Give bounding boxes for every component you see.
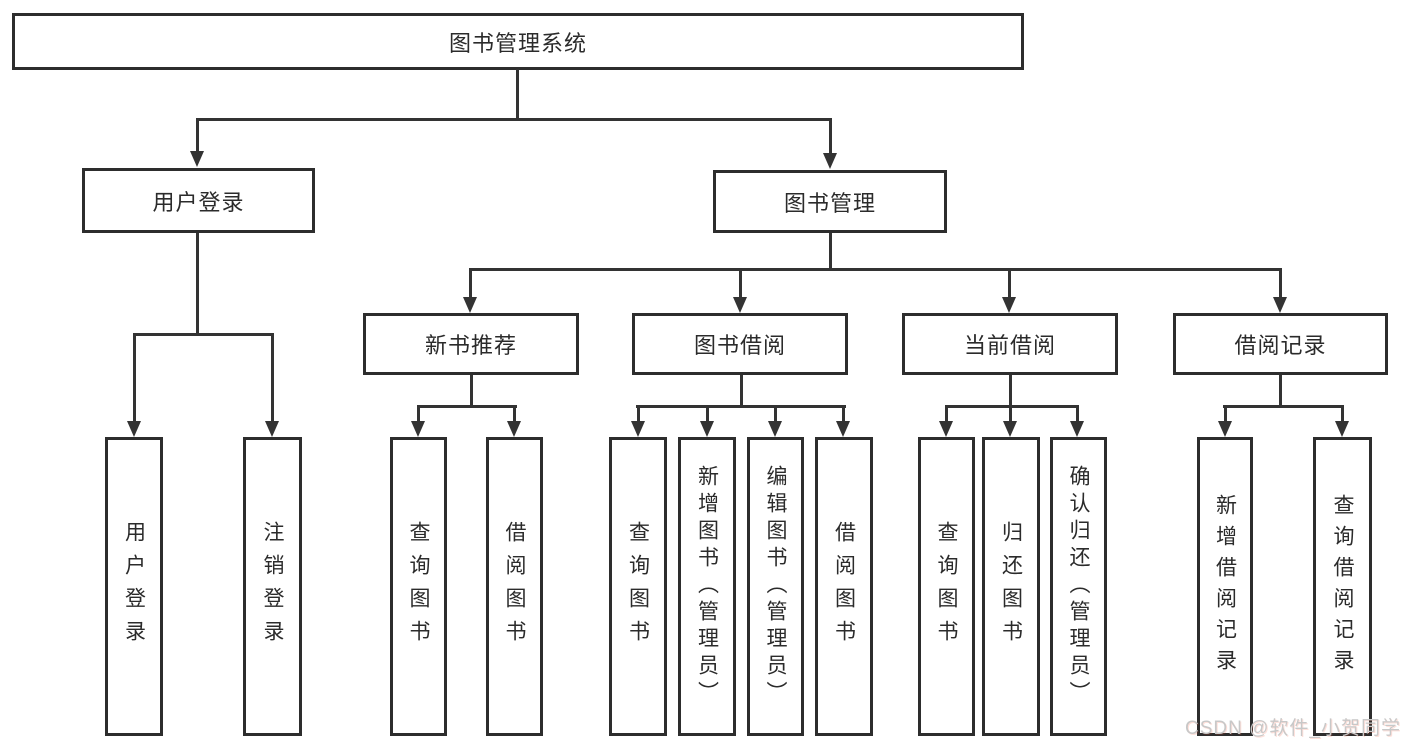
connector-root-trunk [516, 69, 519, 119]
connector-current-trunk [1009, 375, 1012, 407]
arrowhead-icon [1273, 297, 1287, 313]
arrowhead-icon [939, 421, 953, 437]
connector-borrow-trunk [740, 375, 743, 407]
node-borrow-record: 借阅记录 [1173, 313, 1388, 375]
leaf-query-book-recommend: 查询图书 [390, 437, 447, 736]
connector-to-book-management [829, 118, 832, 154]
connector-to-borrow-record [1279, 268, 1282, 299]
arrowhead-icon [190, 151, 204, 167]
leaf-query-book-current: 查询图书 [918, 437, 975, 736]
connector-to-leaf [945, 405, 948, 422]
connector-to-leaf [417, 405, 420, 422]
leaf-borrow-book: 借阅图书 [815, 437, 873, 736]
leaf-add-borrow-record-label: 新增借阅记录 [1213, 493, 1237, 680]
leaf-confirm-return-admin-label: 确认归还（管理员） [1067, 465, 1090, 708]
connector-root-split [196, 118, 832, 121]
connector-record-split [1223, 405, 1344, 408]
connector-to-leaf [842, 405, 845, 422]
leaf-query-borrow-record-label: 查询借阅记录 [1331, 493, 1354, 680]
connector-user-login-split [133, 333, 274, 336]
node-current-borrow: 当前借阅 [902, 313, 1118, 375]
connector-to-leaf [1224, 405, 1227, 422]
arrowhead-icon [507, 421, 521, 437]
connector-to-leaf-user-login [133, 333, 136, 422]
leaf-return-book-label: 归还图书 [999, 520, 1023, 653]
node-new-book-recommend: 新书推荐 [363, 313, 579, 375]
arrowhead-icon [411, 421, 425, 437]
arrowhead-icon [1070, 421, 1084, 437]
connector-to-book-borrow [739, 268, 742, 299]
leaf-user-login: 用户登录 [105, 437, 163, 736]
connector-to-leaf-logout [271, 333, 274, 422]
leaf-user-login-label: 用户登录 [122, 520, 146, 653]
arrowhead-icon [1003, 421, 1017, 437]
node-user-login-label: 用户登录 [152, 189, 245, 215]
leaf-borrow-book-label: 借阅图书 [832, 520, 856, 653]
leaf-edit-book-admin: 编辑图书（管理员） [747, 437, 804, 736]
connector-user-login-trunk [196, 233, 199, 336]
node-root: 图书管理系统 [12, 13, 1024, 70]
arrowhead-icon [836, 421, 850, 437]
arrowhead-icon [127, 421, 141, 437]
connector-to-new-book-recommend [469, 268, 472, 299]
connector-recommend-split [417, 405, 517, 408]
leaf-borrow-book-recommend-label: 借阅图书 [503, 520, 526, 653]
node-book-borrow: 图书借阅 [632, 313, 848, 375]
arrowhead-icon [700, 421, 714, 437]
connector-record-trunk [1279, 375, 1282, 407]
connector-to-leaf [1341, 405, 1344, 422]
leaf-logout: 注销登录 [243, 437, 302, 736]
arrowhead-icon [265, 421, 279, 437]
node-book-management-label: 图书管理 [783, 190, 876, 216]
leaf-confirm-return-admin: 确认归还（管理员） [1050, 437, 1107, 736]
leaf-add-book-admin: 新增图书（管理员） [678, 437, 736, 736]
leaf-edit-book-admin-label: 编辑图书（管理员） [764, 465, 787, 708]
arrowhead-icon [823, 153, 837, 169]
arrowhead-icon [1218, 421, 1232, 437]
node-current-borrow-label: 当前借阅 [963, 333, 1056, 358]
connector-book-management-trunk [829, 233, 832, 270]
connector-to-leaf [706, 405, 709, 422]
arrowhead-icon [631, 421, 645, 437]
leaf-add-book-admin-label: 新增图书（管理员） [695, 465, 719, 708]
arrowhead-icon [768, 421, 782, 437]
node-root-label: 图书管理系统 [448, 30, 587, 56]
leaf-query-book-borrow-label: 查询图书 [626, 520, 650, 653]
leaf-add-borrow-record: 新增借阅记录 [1197, 437, 1253, 736]
connector-to-leaf [513, 405, 516, 422]
connector-borrow-split [636, 405, 846, 408]
arrowhead-icon [733, 297, 747, 313]
leaf-query-book-borrow: 查询图书 [609, 437, 667, 736]
node-book-borrow-label: 图书借阅 [693, 333, 786, 358]
leaf-return-book: 归还图书 [982, 437, 1040, 736]
connector-recommend-trunk [470, 375, 473, 407]
connector-to-leaf [774, 405, 777, 422]
connector-book-management-split [469, 268, 1282, 271]
node-user-login: 用户登录 [82, 168, 315, 233]
leaf-logout-label: 注销登录 [261, 520, 284, 653]
watermark: CSDN @软件_小贺同学 [1185, 718, 1401, 739]
connector-to-leaf [1009, 405, 1012, 422]
leaf-borrow-book-recommend: 借阅图书 [486, 437, 543, 736]
leaf-query-book-recommend-label: 查询图书 [407, 520, 430, 653]
connector-to-leaf [1076, 405, 1079, 422]
arrowhead-icon [1002, 297, 1016, 313]
connector-to-user-login [196, 118, 199, 152]
leaf-query-borrow-record: 查询借阅记录 [1313, 437, 1372, 736]
connector-to-leaf [637, 405, 640, 422]
node-new-book-recommend-label: 新书推荐 [424, 333, 517, 358]
connector-current-split [945, 405, 1079, 408]
node-borrow-record-label: 借阅记录 [1234, 333, 1327, 358]
arrowhead-icon [1335, 421, 1349, 437]
node-book-management: 图书管理 [713, 170, 947, 233]
leaf-query-book-current-label: 查询图书 [935, 520, 958, 653]
arrowhead-icon [463, 297, 477, 313]
connector-to-current-borrow [1008, 268, 1011, 299]
